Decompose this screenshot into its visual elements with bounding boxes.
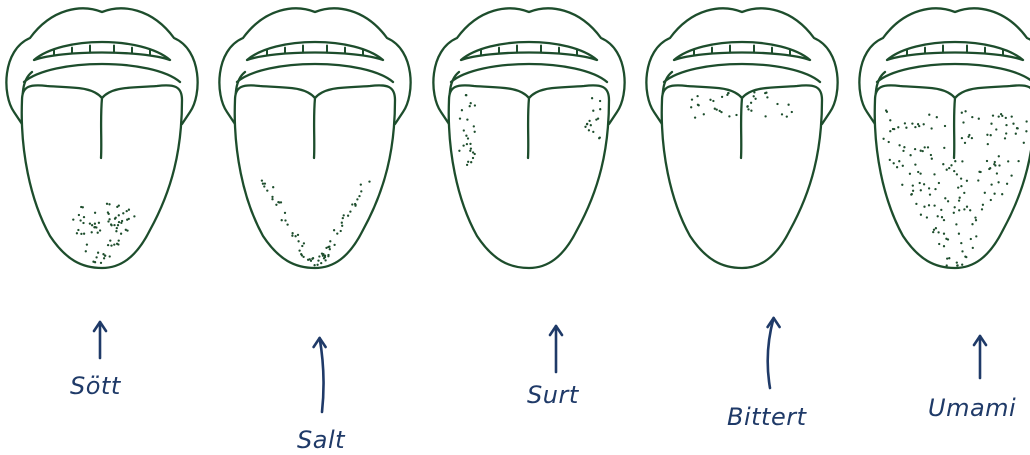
label-salt: Salt [297, 428, 345, 452]
mouth-arc [237, 64, 393, 82]
tongue-surt [433, 8, 624, 268]
arrow-umami [974, 336, 986, 378]
arrow-salt [314, 338, 326, 412]
tongue-groove [101, 98, 102, 158]
arrow-bittert [768, 318, 780, 388]
tongue-umami [859, 8, 1030, 268]
tongue-groove [741, 98, 742, 158]
label-surt: Surt [527, 383, 579, 407]
tongue-bittert [646, 8, 837, 268]
arrow-surt [550, 326, 562, 372]
mouth-arc [877, 64, 1030, 82]
tongue-salt [219, 8, 410, 268]
label-sott: Sött [70, 374, 121, 398]
mouth-arc [24, 64, 180, 82]
arrow-sott [94, 322, 106, 358]
mouth-arc [451, 64, 607, 82]
label-bittert: Bittert [727, 405, 807, 429]
tongue-body [875, 85, 1030, 268]
tongue-groove [954, 98, 955, 158]
label-umami: Umami [928, 396, 1016, 420]
tongue-groove [528, 98, 529, 158]
tongue-groove [314, 98, 315, 158]
tongue-sott [6, 8, 197, 268]
mouth-arc [664, 64, 820, 82]
